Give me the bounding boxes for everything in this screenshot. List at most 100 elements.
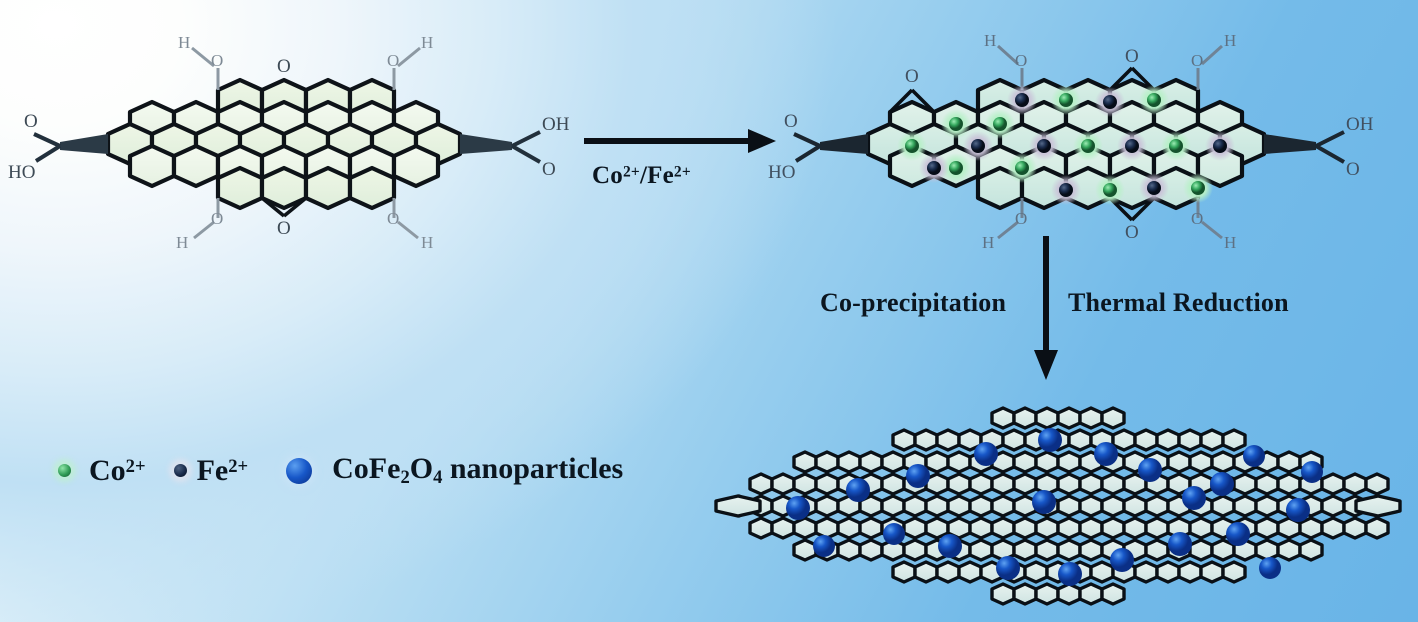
rgo-hexagon (968, 516, 994, 540)
rgo-hexagon (924, 516, 950, 540)
arrow-label-fe: Fe (647, 162, 674, 189)
vertical-reaction-arrow (1034, 236, 1058, 380)
arrow-label-fe-charge: 2+ (673, 163, 691, 181)
rgo-hexagon (990, 516, 1016, 540)
rgo-hexagon (792, 538, 818, 562)
rgo-hexagon (1133, 428, 1159, 452)
go-bottom-left-hydroxyl-o-label: O (211, 209, 223, 228)
rgo-hexagon (913, 560, 939, 584)
rgo-hexagon (770, 516, 796, 540)
go-bottom-right-hydroxyl (392, 198, 419, 240)
rgo-hexagon (891, 428, 917, 452)
rgo-hexagon (1056, 494, 1082, 518)
rgo-hexagon (1254, 538, 1280, 562)
rgo-hexagon (858, 538, 884, 562)
rgo-hexagon (935, 560, 961, 584)
go-bottom-right-hydroxyl-h-label: H (421, 233, 433, 252)
rgo-hexagon (1199, 428, 1225, 452)
rgo-hexagon (1034, 450, 1060, 474)
rgo-hexagon (946, 472, 972, 496)
rgo-hexagon (770, 472, 796, 496)
rgo-hexagon (1078, 516, 1104, 540)
arrow-label-slash: / (639, 162, 648, 189)
rgo-hexagon (1034, 582, 1060, 606)
rgo-hexagon (1199, 560, 1225, 584)
go-top-right-hydroxyl-o-label: O (387, 51, 399, 70)
horizontal-reaction-arrow (584, 129, 776, 153)
rgo-hexagon (1155, 428, 1181, 452)
go-left-carboxyl-ho-label: HO (8, 162, 35, 183)
arrow-label-co: Co (592, 162, 623, 189)
go-top-epoxide (261, 78, 307, 92)
go-top-right-hydroxyl-h-label: H (421, 33, 433, 52)
rgo-hexagon (858, 516, 884, 540)
go-ions-top-epoxide-right-o-label: O (1125, 46, 1139, 67)
rgo-hexagon (968, 494, 994, 518)
nanoparticle-sphere-icon (286, 457, 313, 484)
go-bottom-right-hydroxyl-o-label: O (387, 209, 399, 228)
legend-label-fe: Fe2+ (196, 453, 249, 487)
legend-item-fe: Fe2+ (173, 453, 249, 488)
rgo-hexagon (1100, 472, 1126, 496)
go-ions-right-carboxyl-oh-label: OH (1346, 114, 1374, 135)
rgo-hexagon (1276, 450, 1302, 474)
go-ions-bottom-left-hydroxyl-o-label: O (1015, 209, 1027, 228)
rgo-hexagon (836, 516, 862, 540)
go-ions-bottom-right-hydroxyl-h-label: H (1224, 233, 1236, 252)
go-ions-left-carboxyl (793, 132, 868, 163)
legend-item-nanoparticle: CoFe2O4 nanoparticles (286, 452, 623, 489)
rgo-hexagon (880, 494, 906, 518)
go-ions-top-left-hydroxyl-h-label: H (984, 31, 996, 50)
rgo-hexagon (1100, 494, 1126, 518)
rgo-hexagon (990, 472, 1016, 496)
legend: Co2+ Fe2+ CoFe2O4 nanoparticles (58, 452, 623, 489)
go-bottom-epoxide-o-label: O (277, 218, 291, 239)
rgo-hexagon (1122, 494, 1148, 518)
rgo-hexagon (1254, 494, 1280, 518)
graphene-oxide-structure: O HO OH O O O O H O H (8, 33, 570, 252)
go-ions-top-right-hydroxyl (1196, 44, 1224, 90)
rgo-hexagon (836, 538, 862, 562)
rgo-hexagon (1133, 560, 1159, 584)
rgo-hexagon (968, 538, 994, 562)
rgo-hexagon (1012, 472, 1038, 496)
rgo-hexagon (990, 582, 1016, 606)
rgo-hexagon (792, 516, 818, 540)
go-ions-right-carboxyl-o-label: O (1346, 159, 1360, 180)
rgo-hexagon (1023, 560, 1049, 584)
go-ions-left-carboxyl-ho-label: HO (768, 162, 795, 183)
go-right-carboxyl-oh-label: OH (542, 114, 570, 135)
rgo-hexagon (1276, 538, 1302, 562)
rgo-hexagon (880, 472, 906, 496)
rgo-hexagon (1067, 428, 1093, 452)
go-right-carboxyl (460, 130, 541, 164)
rgo-hexagon (748, 472, 774, 496)
rgo-hexagon (1100, 406, 1126, 430)
rgo-hexagon (814, 516, 840, 540)
rgo-hexagon (1056, 472, 1082, 496)
rgo-hexagon (1012, 450, 1038, 474)
rgo-hexagon (814, 472, 840, 496)
go-ions-bottom-left-hydroxyl-h-label: H (982, 233, 994, 252)
rgo-hexagon (1166, 450, 1192, 474)
go-ions-bottom-right-hydroxyl-o-label: O (1191, 209, 1203, 228)
go-right-carboxyl-o-label: O (542, 159, 556, 180)
rgo-hexagon (1342, 516, 1368, 540)
rgo-hexagon (968, 472, 994, 496)
rgo-hexagon (1254, 472, 1280, 496)
rgo-hexagon (1144, 516, 1170, 540)
rgo-hexagon (990, 494, 1016, 518)
horizontal-arrow-label: Co2+/Fe2+ (592, 162, 691, 190)
go-top-left-hydroxyl (191, 46, 220, 90)
go-ions-top-right-hydroxyl-o-label: O (1191, 51, 1203, 70)
rgo-hexagon (946, 450, 972, 474)
rgo-hexagon (1210, 450, 1236, 474)
rgo-hexagon (1342, 472, 1368, 496)
go-bottom-left-hydroxyl-h-label: H (176, 233, 188, 252)
legend-label-nanoparticle: CoFe2O4 nanoparticles (332, 452, 624, 489)
go-left-carboxyl (33, 132, 108, 163)
rgo-hexagon (902, 516, 928, 540)
rgo-hexagon (1364, 516, 1390, 540)
go-top-right-hydroxyl (392, 46, 421, 90)
